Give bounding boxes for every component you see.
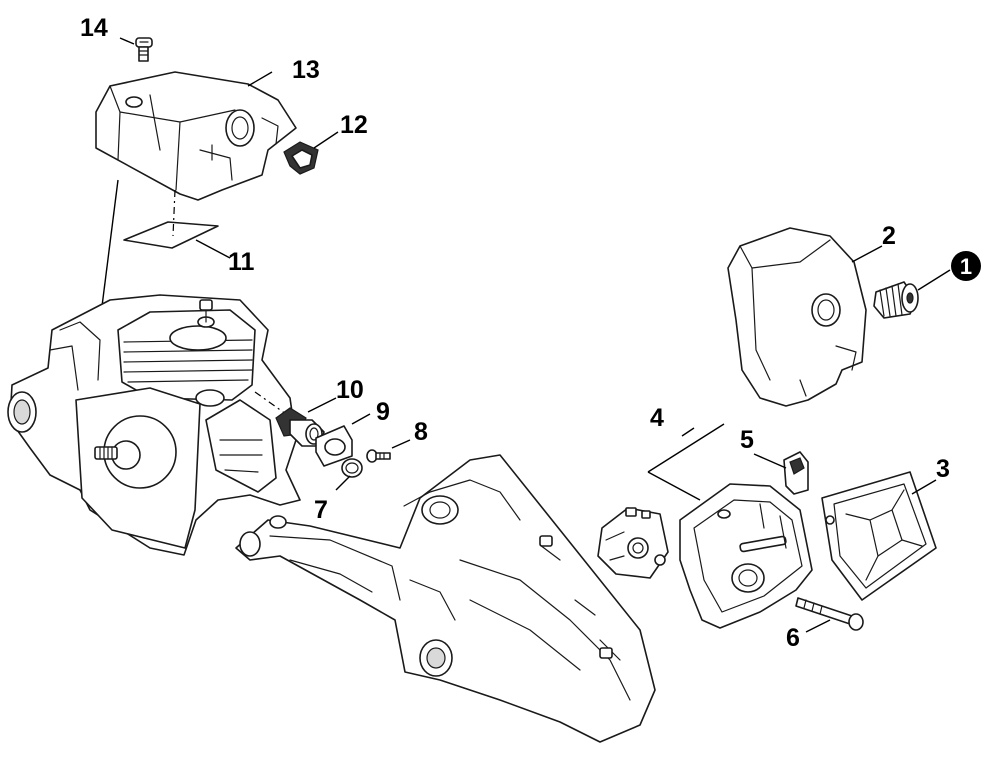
callout-1-circle	[951, 251, 981, 281]
part-2-shroud	[727, 227, 867, 407]
assembly-line	[99, 179, 119, 323]
callout-6: 6	[786, 624, 800, 652]
part-11-gasket	[123, 221, 219, 249]
callout-12: 12	[340, 111, 368, 139]
callout-7: 7	[314, 496, 328, 524]
part-1-knob	[873, 281, 919, 319]
callout-1-badge: 1	[951, 251, 981, 281]
callout-9: 9	[376, 398, 390, 426]
leader-lines	[119, 37, 951, 633]
part-9-flange	[315, 425, 353, 467]
part-6-bolt	[795, 597, 864, 631]
part-14-screw	[135, 37, 153, 62]
callout-2: 2	[882, 222, 896, 250]
part-13-top-cover	[95, 71, 297, 201]
part-4-carburetor	[597, 507, 669, 579]
part-7-o-ring	[341, 458, 363, 478]
part-3-air-filter	[821, 471, 937, 601]
callout-8: 8	[414, 418, 428, 446]
alignment-axis	[172, 189, 176, 237]
callout-11: 11	[228, 248, 255, 276]
alignment-axis-intake	[254, 391, 287, 415]
handle-housing	[235, 454, 656, 743]
callout-14: 14	[80, 14, 108, 42]
callout-10: 10	[336, 376, 364, 404]
part-5-clip	[783, 451, 809, 495]
part-4-air-box-base	[679, 483, 813, 629]
callout-3: 3	[936, 455, 950, 483]
part-12-grommet	[283, 141, 319, 175]
callout-13: 13	[292, 56, 320, 84]
callout-4: 4	[650, 404, 664, 432]
crankcase	[7, 294, 301, 556]
callout-1: 1	[960, 254, 972, 279]
part-8-screw	[366, 449, 391, 463]
callout-5: 5	[740, 426, 754, 454]
